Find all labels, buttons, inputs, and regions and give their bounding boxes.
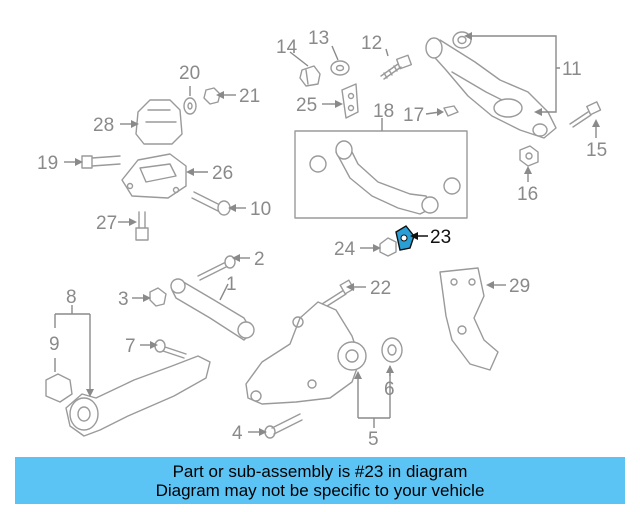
callout-17[interactable]: 17 [403, 105, 424, 126]
part-24-bushing [379, 237, 397, 257]
part-1-lower-link [170, 278, 255, 341]
callout-10[interactable]: 10 [250, 199, 271, 220]
callout-26[interactable]: 26 [212, 163, 233, 184]
part-23-highlighted [395, 225, 415, 251]
callout-6[interactable]: 6 [384, 379, 395, 400]
callout-13[interactable]: 13 [308, 28, 329, 49]
callout-25[interactable]: 25 [296, 95, 317, 116]
callout-27[interactable]: 27 [96, 213, 117, 234]
callout-3[interactable]: 3 [118, 289, 129, 310]
callout-labels: 14 13 12 11 25 18 17 15 16 20 21 28 19 2… [37, 28, 607, 450]
callout-2[interactable]: 2 [254, 249, 265, 270]
callout-5[interactable]: 5 [368, 429, 379, 450]
part-14-nut [299, 65, 321, 87]
callout-22[interactable]: 22 [370, 278, 391, 299]
part-18-upper-arm [294, 130, 468, 219]
part-2-bolt [197, 255, 236, 281]
part-20-washer [183, 97, 197, 115]
callout-4[interactable]: 4 [232, 423, 243, 444]
part-16-bushing [519, 145, 539, 167]
part-17-bolt [443, 105, 459, 117]
part-5-knuckle [245, 301, 367, 405]
callout-9[interactable]: 9 [49, 334, 60, 355]
callout-19[interactable]: 19 [37, 153, 58, 174]
callout-8[interactable]: 8 [66, 287, 77, 308]
callout-16[interactable]: 16 [517, 184, 538, 205]
part-6-bushing [381, 337, 403, 363]
part-26-mount [121, 153, 187, 199]
part-11-control-arm [425, 31, 557, 139]
callout-20[interactable]: 20 [179, 63, 200, 84]
callout-29[interactable]: 29 [509, 276, 530, 297]
part-13-washer [330, 60, 350, 76]
part-3-nut [149, 287, 167, 307]
part-8-trailing-arm [65, 355, 211, 437]
part-10-bolt [191, 191, 231, 216]
callout-21[interactable]: 21 [239, 86, 260, 107]
callout-12[interactable]: 12 [361, 33, 382, 54]
part-7-bolt [154, 339, 187, 359]
banner-line-part-number: Part or sub-assembly is #23 in diagram [172, 461, 468, 481]
leader-lines [54, 32, 600, 436]
part-info-banner: Part or sub-assembly is #23 in diagram D… [15, 457, 625, 504]
part-28-mount [135, 99, 183, 145]
part-15-bolt [569, 101, 602, 128]
part-27-bolt [135, 211, 149, 241]
callout-28[interactable]: 28 [93, 115, 114, 136]
part-9-cap [45, 373, 73, 403]
part-19-bolt [81, 155, 121, 169]
callout-24[interactable]: 24 [334, 239, 356, 260]
part-25-bracket [341, 83, 359, 119]
callout-23[interactable]: 23 [430, 227, 451, 248]
callout-14[interactable]: 14 [276, 37, 298, 58]
callout-7[interactable]: 7 [125, 336, 136, 357]
part-29-bracket [439, 267, 499, 371]
exploded-parts-diagram: 14 13 12 11 25 18 17 15 16 20 21 28 19 2… [37, 28, 607, 450]
part-21-nut [203, 87, 221, 105]
part-12-bolt [380, 54, 413, 80]
callout-18[interactable]: 18 [373, 101, 394, 122]
part-22-bolt [321, 279, 355, 309]
banner-line-disclaimer: Diagram may not be specific to your vehi… [155, 480, 485, 500]
callout-11[interactable]: 11 [562, 59, 582, 80]
callout-15[interactable]: 15 [586, 140, 607, 161]
callout-1[interactable]: 1 [226, 274, 237, 295]
part-4-bolt [264, 413, 303, 439]
